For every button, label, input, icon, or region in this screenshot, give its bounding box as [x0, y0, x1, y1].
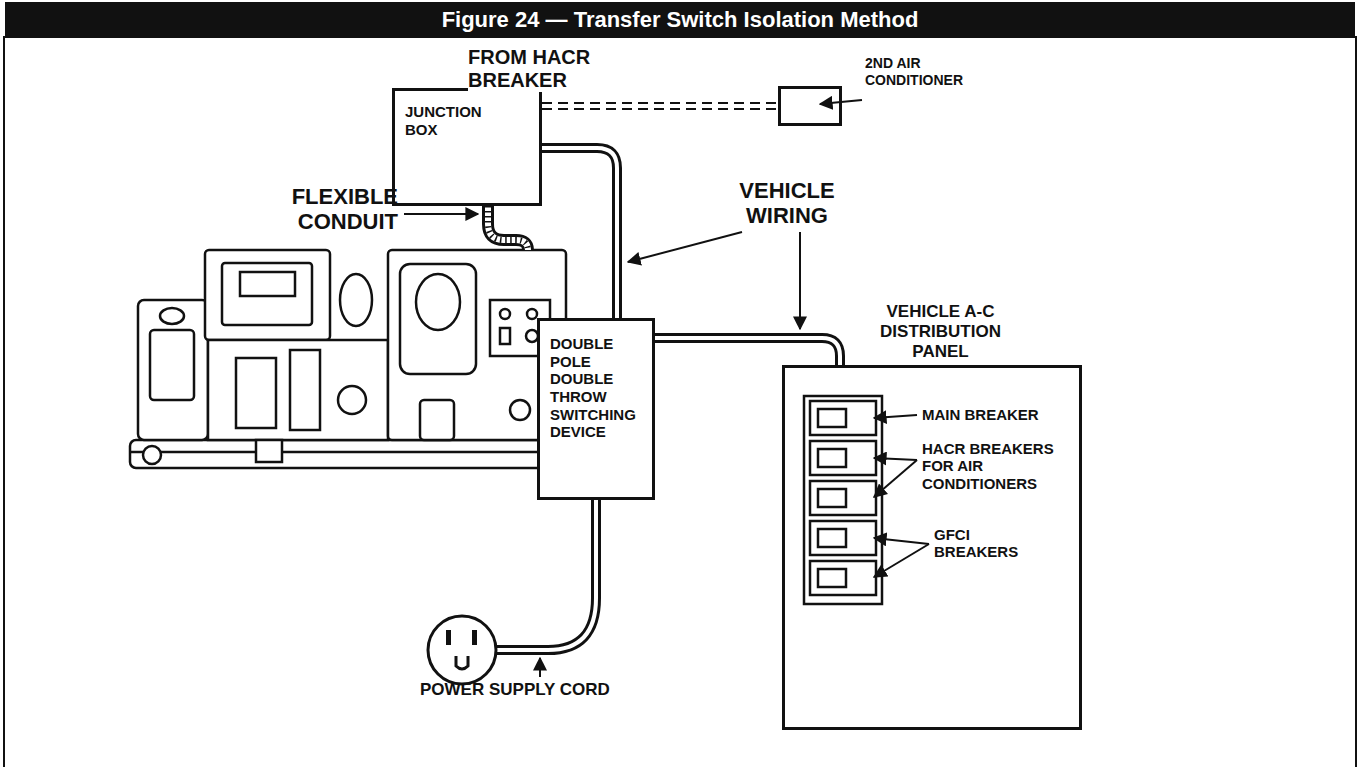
frame-line [3, 36, 5, 767]
dashed-wiring [542, 103, 778, 109]
plug-prong [446, 630, 451, 645]
leader-line [874, 538, 929, 544]
box-label: 2ND AIR CONDITIONER [865, 55, 1005, 88]
frame-line [1355, 36, 1357, 767]
generator-control-panel [222, 263, 312, 325]
generator-part [340, 274, 372, 326]
generator-foot [256, 440, 282, 462]
box-label: JUNCTION BOX [405, 103, 482, 138]
plug-face [428, 616, 496, 684]
breaker-label: HACR BREAKERS FOR AIR CONDITIONERS [922, 440, 1072, 492]
breaker-toggle [818, 409, 846, 427]
generator-panel [150, 330, 194, 400]
breaker-toggle [818, 569, 846, 587]
connector-label: FROM HACR BREAKER [468, 46, 668, 92]
generator-control-box [205, 250, 330, 340]
breaker [810, 441, 876, 475]
generator-part [420, 400, 454, 440]
generator-part [236, 358, 276, 428]
switching-device-box: DOUBLE POLE DOUBLE THROW SWITCHING DEVIC… [537, 318, 655, 500]
junction-box: JUNCTION BOX [392, 88, 542, 206]
figure-title: Figure 24 — Transfer Switch Isolation Me… [442, 7, 919, 33]
flexible-conduit [488, 206, 528, 250]
part-label: VEHICLE WIRING [712, 178, 862, 229]
leader-line [874, 415, 917, 418]
breaker-toggle [818, 449, 846, 467]
cord-inner [496, 500, 596, 650]
leader-line [874, 544, 929, 577]
generator-part [400, 264, 476, 374]
breaker-label: MAIN BREAKER [922, 406, 1072, 423]
generator-engine [208, 340, 388, 440]
breaker-stack [804, 396, 882, 604]
generator-part [510, 400, 530, 420]
generator-foot [143, 446, 161, 464]
breaker-toggle [818, 529, 846, 547]
vehicle-wiring-conduit [542, 148, 617, 318]
leader-line [874, 458, 917, 460]
breaker [810, 521, 876, 555]
generator-base [130, 440, 570, 468]
conduit-inner [655, 338, 840, 365]
conduit-outline [488, 206, 528, 250]
plug-prong [472, 630, 477, 645]
leader-line [404, 213, 478, 215]
breaker [810, 561, 876, 595]
generator-housing [138, 300, 208, 440]
generator-part [416, 274, 460, 330]
dashed-line [542, 102, 778, 104]
leader-line [874, 460, 917, 497]
power-supply-cord [496, 500, 596, 650]
generator-base-line [130, 451, 570, 454]
breaker-label: GFCI BREAKERS [934, 526, 1029, 561]
dashed-line [542, 108, 778, 110]
leader-line [539, 658, 541, 677]
breaker [810, 401, 876, 435]
air-conditioner-box: 2ND AIR CONDITIONER [778, 86, 842, 126]
generator-control-window [240, 272, 295, 296]
generator-outlet [527, 309, 537, 319]
breaker-toggle [818, 489, 846, 507]
plug-ground [456, 656, 468, 669]
conduit-inner [542, 148, 617, 318]
vehicle-wiring-conduit [655, 338, 840, 365]
leader-line [628, 232, 742, 262]
conduit-ribs [488, 206, 528, 250]
leader-line [799, 232, 801, 329]
generator-outlet [500, 309, 510, 319]
generator-illustration [130, 250, 570, 468]
breaker-frame [804, 396, 882, 604]
conduit-inner [488, 206, 528, 250]
box-label: VEHICLE A-C DISTRIBUTION PANEL [863, 302, 1018, 362]
generator-part [160, 308, 184, 324]
box-label: DOUBLE POLE DOUBLE THROW SWITCHING DEVIC… [550, 335, 636, 441]
generator-outlet [500, 328, 510, 344]
plug-symbol [428, 616, 496, 684]
breaker [810, 481, 876, 515]
conduit-outline [542, 148, 617, 318]
part-label: POWER SUPPLY CORD [420, 680, 660, 700]
generator-part [338, 386, 366, 414]
part-label: FLEXIBLE CONDUIT [232, 184, 398, 235]
conduit-outline [655, 338, 840, 365]
cord-outline [496, 500, 596, 650]
generator-part [290, 350, 320, 430]
title-bar: Figure 24 — Transfer Switch Isolation Me… [5, 2, 1355, 38]
